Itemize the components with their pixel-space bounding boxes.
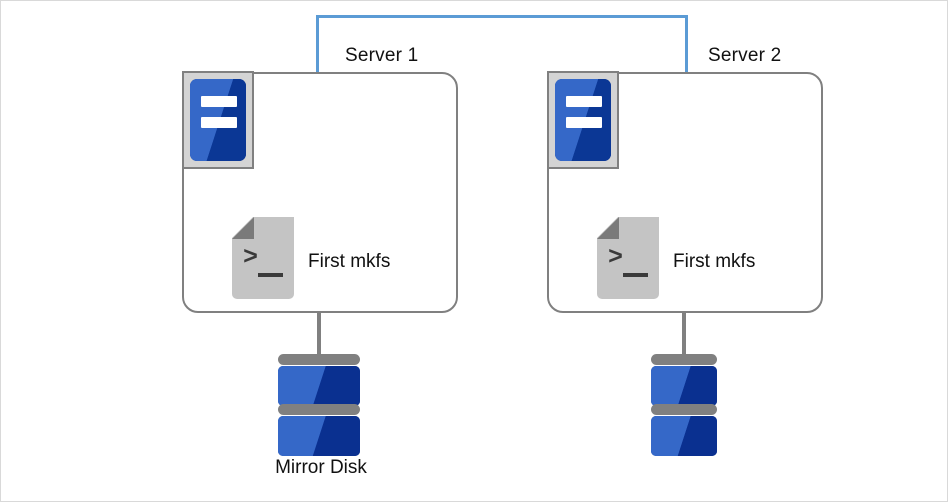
- server-icon: [547, 71, 619, 169]
- server-1-mkfs-label: First mkfs: [308, 251, 391, 272]
- interconnect-right-segment: [685, 15, 688, 73]
- disk-2-platter-top: [651, 366, 717, 406]
- disk-2-platter-bottom: [651, 416, 717, 456]
- server-icon-bar-bottom: [201, 117, 237, 128]
- server-2-disk-connector: [682, 313, 686, 358]
- interconnect-left-segment: [316, 15, 319, 73]
- server-icon-bar-bottom: [566, 117, 602, 128]
- server-icon-body: [190, 79, 246, 161]
- mirror-disk-label: Mirror Disk: [275, 457, 367, 478]
- disk-1-platter-bottom-sheen: [278, 416, 360, 456]
- server-1-label: Server 1: [345, 45, 419, 66]
- disk-1-plate-top: [278, 354, 360, 365]
- document-prompt-glyph: >: [243, 243, 259, 272]
- terminal-document-icon: >: [597, 217, 659, 299]
- document-body: [232, 217, 294, 299]
- server-2-box[interactable]: [547, 72, 823, 313]
- disk-2-platter-top-sheen: [651, 366, 717, 406]
- disk-1-platter-top-sheen: [278, 366, 360, 406]
- document-body: [597, 217, 659, 299]
- server-icon-bar-top: [566, 96, 602, 107]
- document-cursor-underscore: [623, 273, 648, 277]
- server-2-mkfs-label: First mkfs: [673, 251, 756, 272]
- server-2-label: Server 2: [708, 45, 782, 66]
- disk-2-plate-middle: [651, 404, 717, 415]
- server-icon-bar-top: [201, 96, 237, 107]
- disk-1-plate-middle: [278, 404, 360, 415]
- disk-2-plate-top: [651, 354, 717, 365]
- disk-1-platter-top: [278, 366, 360, 406]
- disk-stack-icon-1: [278, 354, 360, 456]
- disk-1-platter-bottom: [278, 416, 360, 456]
- document-cursor-underscore: [258, 273, 283, 277]
- document-fold-corner: [232, 217, 254, 239]
- disk-2-platter-bottom-sheen: [651, 416, 717, 456]
- disk-stack-icon-2: [651, 354, 717, 456]
- interconnect-top-segment: [316, 15, 688, 18]
- server-icon: [182, 71, 254, 169]
- document-prompt-glyph: >: [608, 243, 624, 272]
- server-icon-body: [555, 79, 611, 161]
- terminal-document-icon: >: [232, 217, 294, 299]
- server-1-disk-connector: [317, 313, 321, 358]
